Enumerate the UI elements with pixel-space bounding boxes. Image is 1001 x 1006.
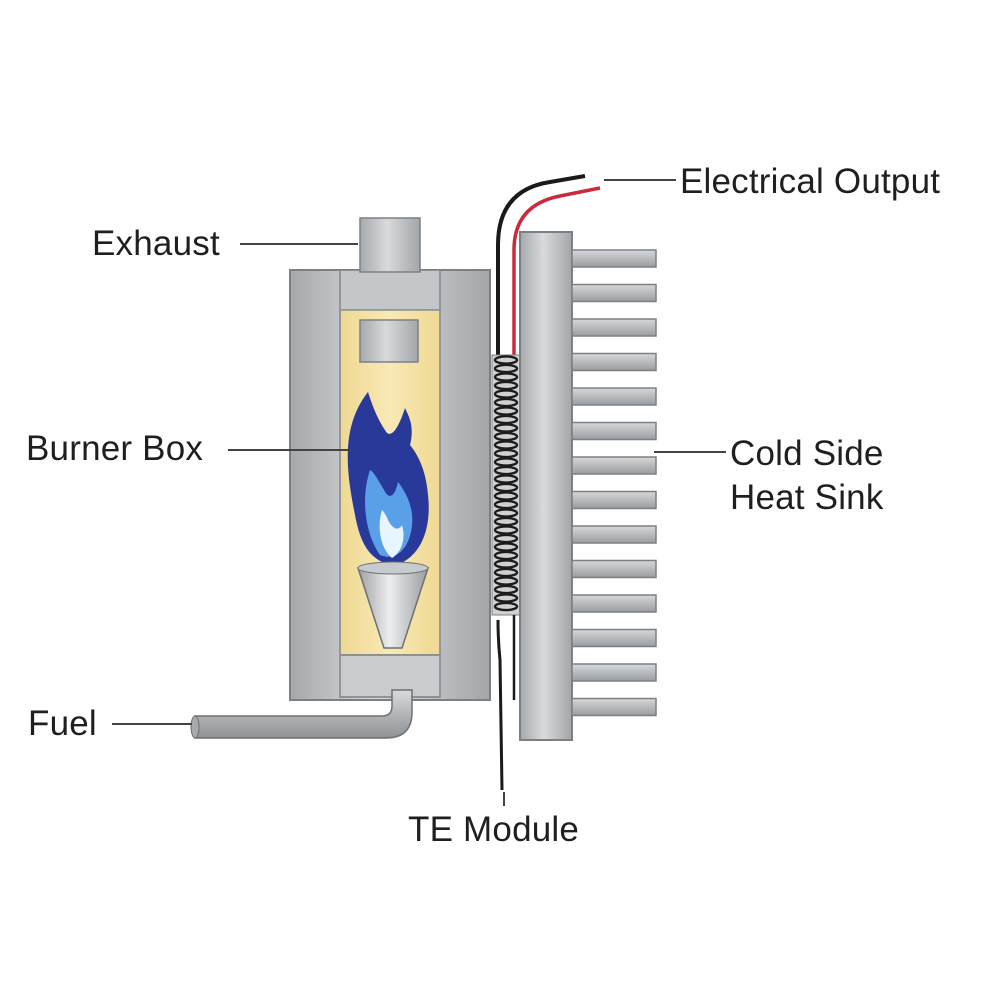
- te-module-coil: [493, 491, 519, 501]
- te-module-coil: [493, 397, 519, 408]
- leader-lines: [112, 179, 726, 806]
- te-module-coil: [493, 508, 519, 518]
- te-module-coil: [493, 516, 519, 527]
- output-wires: [496, 174, 601, 355]
- te-module-coil: [493, 414, 519, 425]
- te-module-coil: [493, 448, 519, 459]
- burner-box-label: Burner Box: [26, 429, 204, 468]
- heat-sink-fin: [571, 697, 657, 717]
- heat-sink-fin: [571, 663, 657, 682]
- te-module-coil: [493, 567, 519, 578]
- te-module-coil: [493, 380, 519, 391]
- heat-sink-fin: [571, 628, 657, 648]
- fuel-pipe: [190, 689, 413, 739]
- heat-sink-fin: [571, 594, 657, 613]
- te-module-coil: [493, 559, 519, 569]
- cold-side-heat-sink: [519, 231, 657, 741]
- heat-sink-fin: [571, 352, 657, 372]
- fuel-label: Fuel: [28, 704, 97, 743]
- burner-nozzle: [356, 561, 430, 649]
- te-module-coil: [493, 355, 519, 365]
- te-module-coil: [493, 533, 519, 544]
- te-module-coil: [493, 576, 519, 586]
- te-module-coil: [493, 482, 519, 493]
- exhaust-pipe: [359, 217, 421, 363]
- heat-sink-fin: [571, 249, 657, 268]
- heat-sink-fin: [571, 559, 657, 579]
- cold-side-label-line1: Cold Side: [730, 434, 884, 473]
- te-module-coil: [493, 593, 519, 603]
- te-module-coil: [493, 406, 519, 416]
- te-module-coil: [493, 431, 519, 442]
- heat-sink-fin: [571, 421, 657, 441]
- te-module: [491, 354, 521, 616]
- heat-sink-fin: [571, 318, 657, 337]
- electrical-output-label: Electrical Output: [680, 162, 941, 201]
- te-module-coil: [493, 584, 519, 595]
- te-module-label: TE Module: [408, 810, 580, 849]
- te-module-coil: [493, 601, 519, 612]
- te-module-coil: [493, 389, 519, 399]
- heat-sink-fin: [571, 283, 657, 303]
- te-module-coil: [493, 525, 519, 535]
- te-module-coil: [493, 542, 519, 552]
- te-module-coil: [493, 372, 519, 382]
- te-module-coil: [493, 499, 519, 510]
- te-module-coil: [493, 457, 519, 467]
- te-module-coil: [493, 363, 519, 374]
- heat-sink-fin: [571, 456, 657, 475]
- te-module-coil: [493, 550, 519, 561]
- te-module-coil: [493, 474, 519, 484]
- cold-side-heat-sink-label: Cold Side Heat Sink: [730, 432, 884, 520]
- te-module-coil: [493, 423, 519, 433]
- heat-sink-fin: [571, 525, 657, 544]
- heat-sink-fin: [571, 387, 657, 406]
- te-module-coil: [493, 465, 519, 476]
- flame: [347, 392, 429, 566]
- exhaust-label: Exhaust: [92, 224, 220, 263]
- te-module-coil: [493, 440, 519, 450]
- heat-sink-fin: [571, 490, 657, 510]
- cold-side-label-line2: Heat Sink: [730, 477, 884, 517]
